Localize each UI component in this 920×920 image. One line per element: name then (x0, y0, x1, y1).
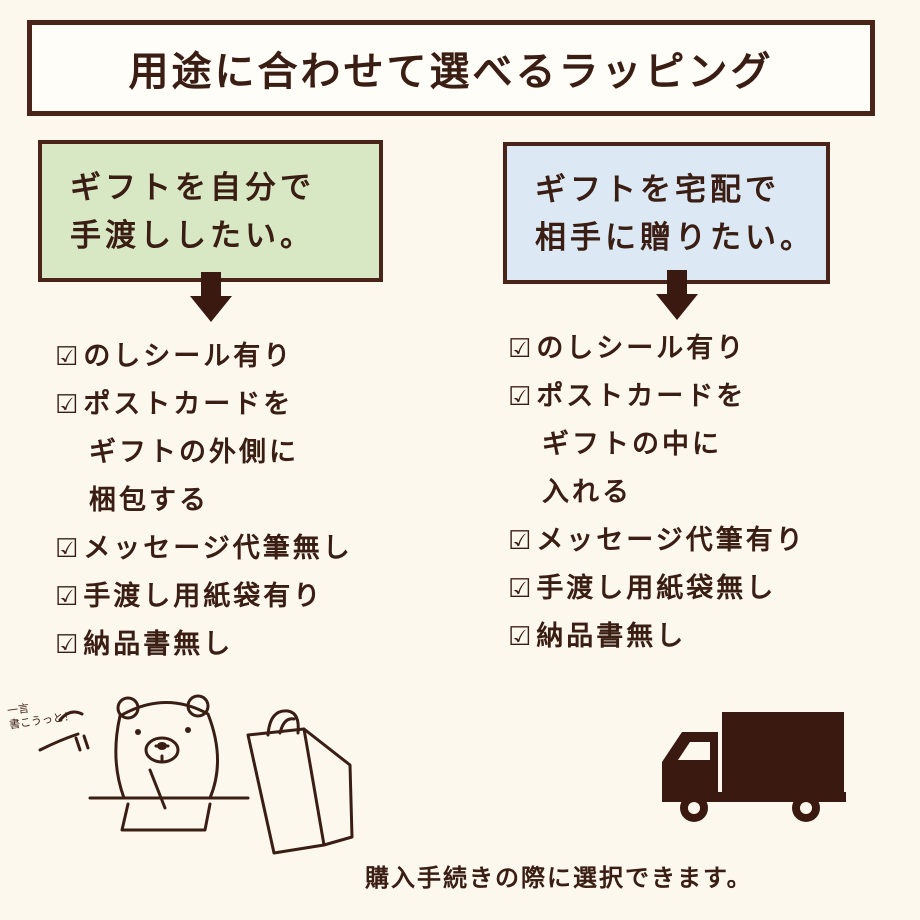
checkbox-icon: ☑ (55, 630, 82, 660)
list-item: ☑手渡し用紙袋無し (508, 573, 777, 604)
right-header-box: ギフトを宅配で 相手に贈りたい。 (503, 142, 830, 284)
right-header-line-1: ギフトを宅配で (535, 172, 780, 208)
checkbox-icon: ☑ (508, 622, 535, 652)
checkbox-icon: ☑ (55, 582, 82, 612)
list-item: ☑手渡し用紙袋有り (55, 581, 324, 612)
list-item: ☑ポストカードを ギフトの外側に 梱包する (55, 389, 299, 516)
bear-writing-icon (38, 694, 250, 832)
list-item: ☑のしシール有り (55, 341, 294, 372)
left-header-box: ギフトを自分で 手渡ししたい。 (38, 140, 383, 282)
checkbox-icon: ☑ (508, 334, 535, 364)
checkbox-icon: ☑ (508, 574, 535, 604)
left-header-line-2: 手渡ししたい。 (70, 218, 315, 254)
list-item: ☑ポストカードを ギフトの中に 入れる (508, 381, 747, 508)
list-item: ☑メッセージ代筆無し (55, 533, 353, 564)
right-option-list: ☑のしシール有り ☑ポストカードを ギフトの中に 入れる ☑メッセージ代筆有り … (508, 325, 806, 661)
list-item: ☑メッセージ代筆有り (508, 525, 806, 556)
list-item: ☑納品書無し (508, 621, 687, 652)
checkbox-icon: ☑ (508, 526, 535, 556)
checkbox-icon: ☑ (55, 390, 82, 420)
checkbox-icon: ☑ (55, 534, 82, 564)
paper-bag-icon (246, 709, 354, 855)
checkbox-icon: ☑ (55, 342, 82, 372)
list-item: ☑納品書無し (55, 629, 234, 660)
left-option-list: ☑のしシール有り ☑ポストカードを ギフトの外側に 梱包する ☑メッセージ代筆無… (55, 333, 353, 669)
list-item: ☑のしシール有り (508, 333, 747, 364)
checkbox-icon: ☑ (508, 382, 535, 412)
right-header-line-2: 相手に贈りたい。 (535, 220, 815, 256)
footer-note: 購入手続きの際に選択できます。 (365, 864, 753, 892)
left-header-line-1: ギフトを自分で (70, 170, 315, 206)
title-box: 用途に合わせて選べるラッピング (27, 20, 875, 116)
delivery-truck-icon (662, 712, 846, 822)
page-title: 用途に合わせて選べるラッピング (128, 49, 774, 95)
